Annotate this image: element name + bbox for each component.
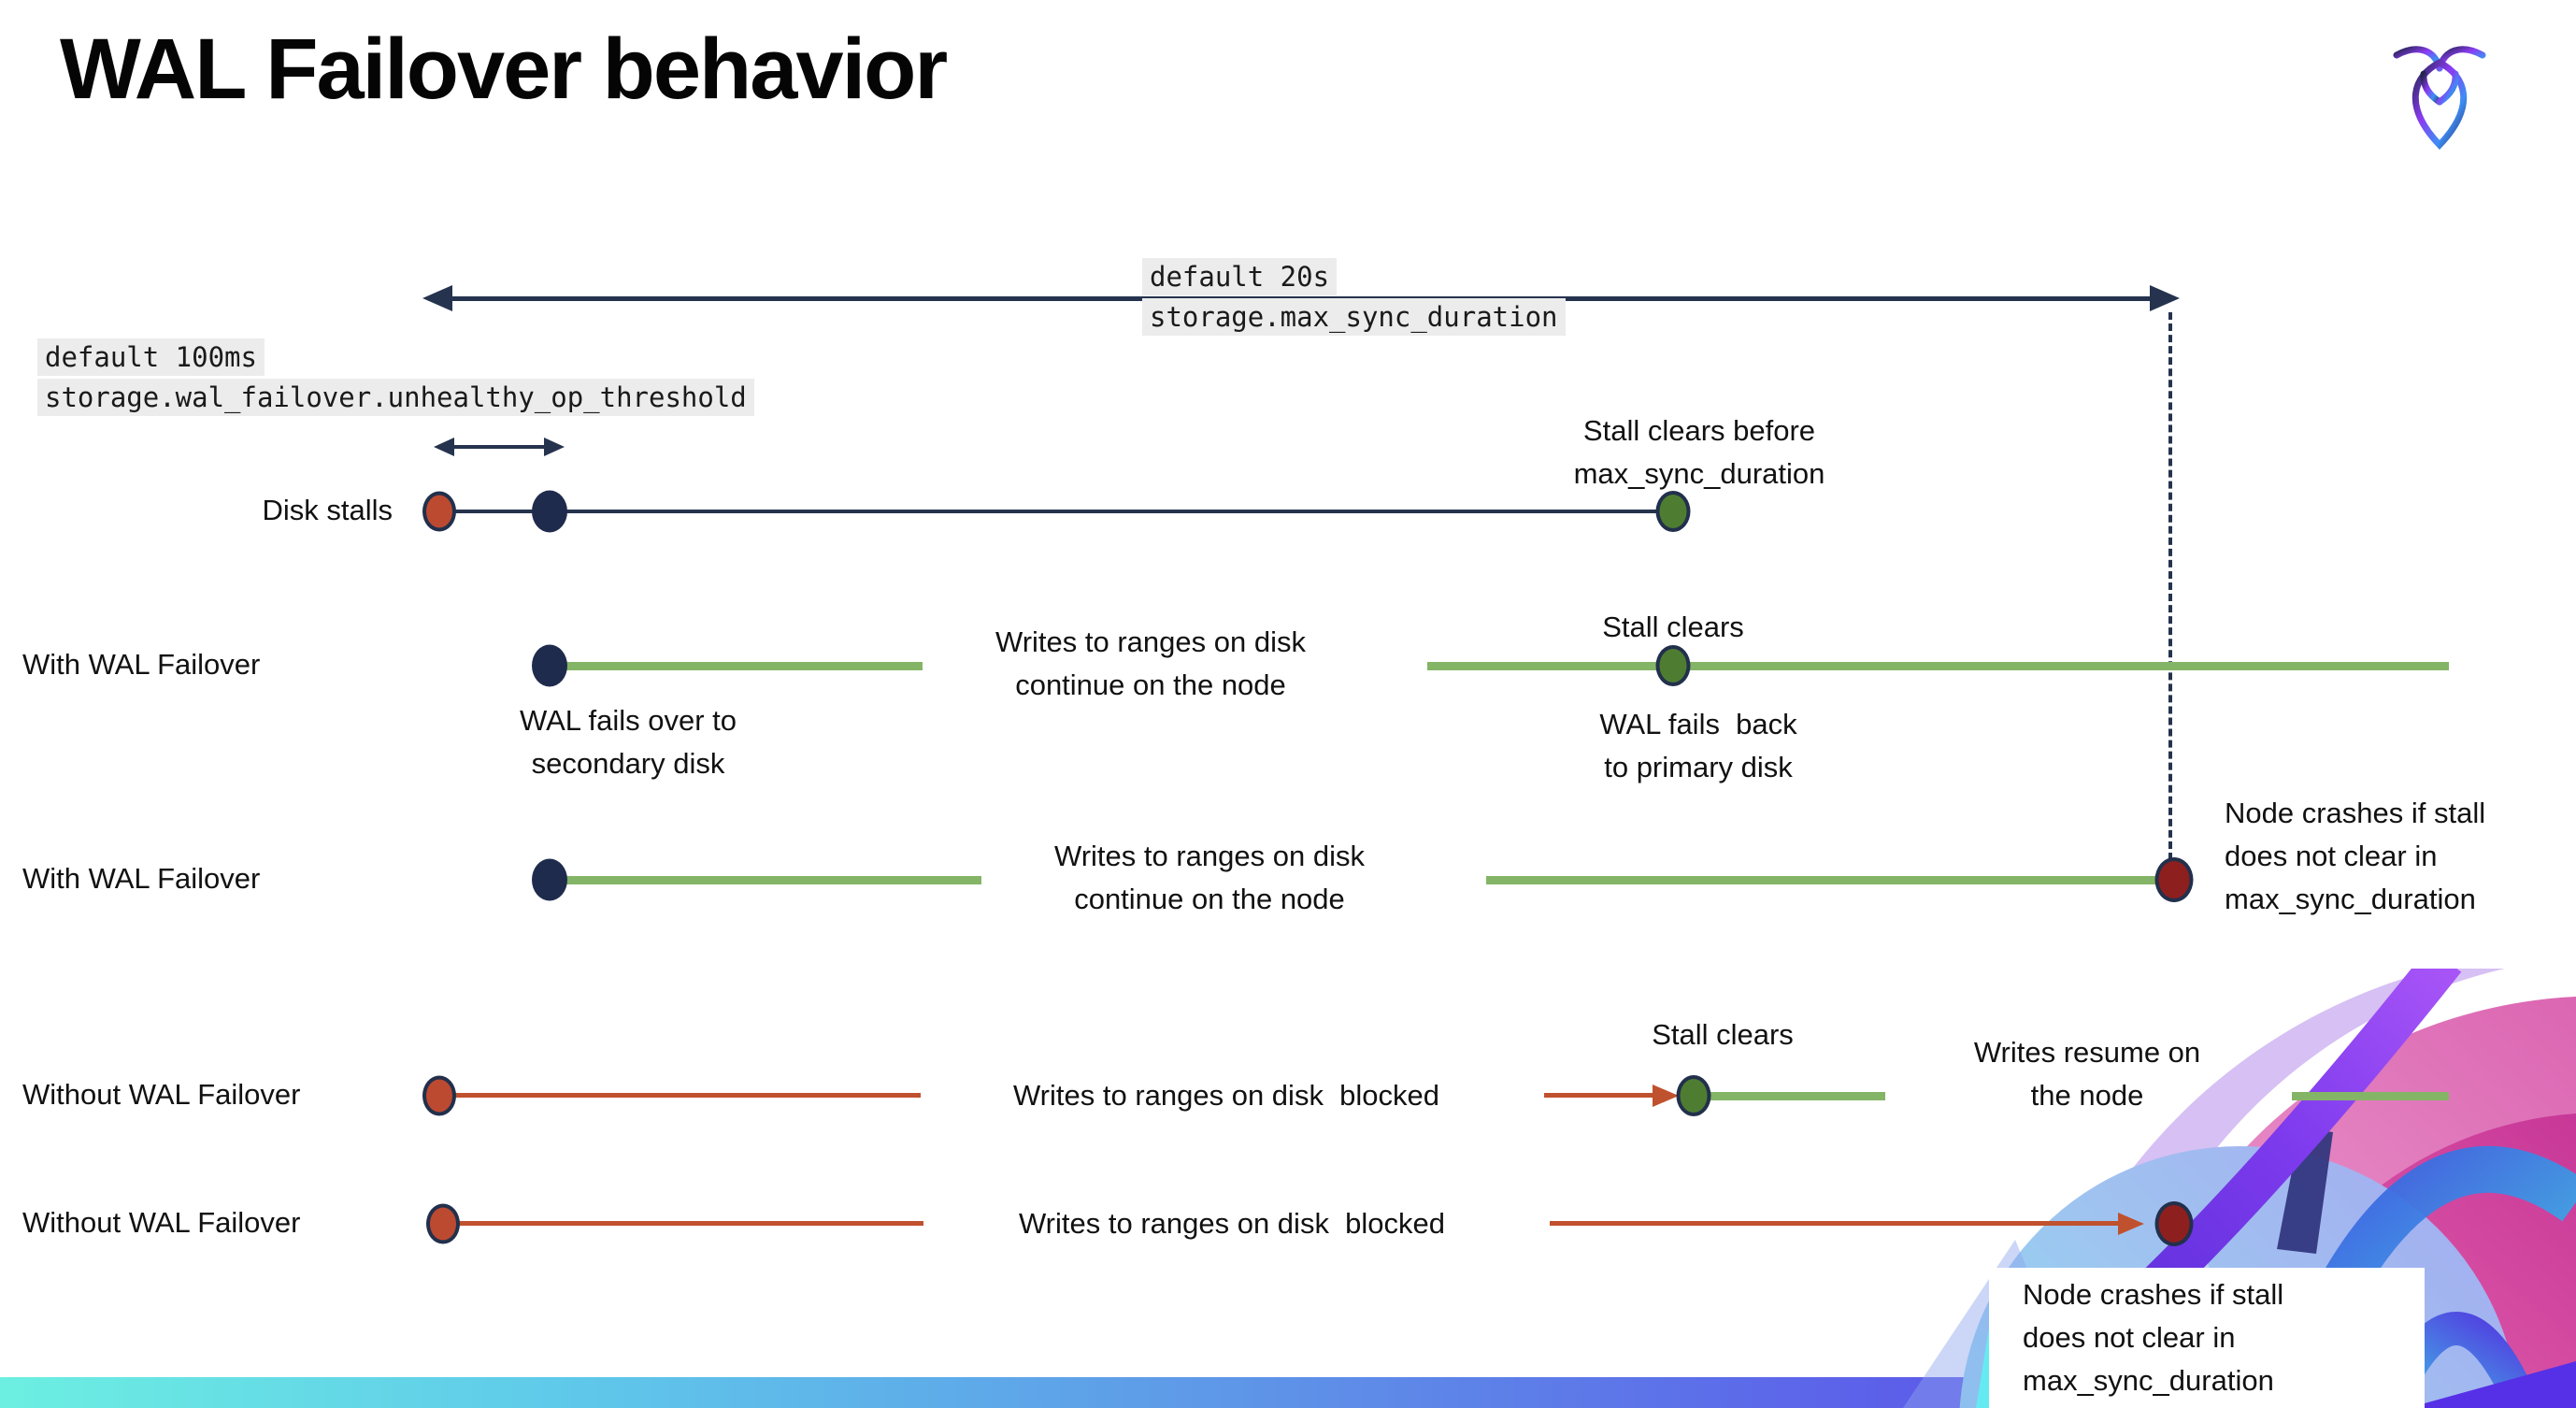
writes-continue-line-2a (561, 876, 981, 884)
cockroachdb-logo-icon (2393, 46, 2486, 150)
writes-blocked-note-2: Writes to ranges on disk blocked (1018, 1207, 1446, 1240)
writes-continue-note-1: Writes to ranges on disk continue on the… (995, 625, 1306, 701)
threshold-reached-dot (532, 490, 567, 533)
stall-clears-before-note: Stall clears before max_sync_duration (1573, 414, 1825, 490)
writes-resume-line-1b (2292, 1092, 2449, 1100)
row-label-without-wal-failover-1: Without WAL Failover (22, 1078, 301, 1111)
threshold-setting-chip: storage.wal_failover.unhealthy_op_thresh… (37, 379, 754, 416)
writes-resume-note: Writes resume on the node (1973, 1036, 2201, 1112)
failover-dot (532, 644, 567, 687)
row-label-disk-stalls: Disk stalls (262, 494, 393, 526)
writes-blocked-line-2a (454, 1221, 923, 1226)
small-arrowhead-left-icon (434, 438, 454, 456)
arrowhead-right-icon (2150, 285, 2180, 311)
row-label-with-wal-failover-2: With WAL Failover (22, 862, 261, 895)
red-arrowhead-icon-2 (2118, 1213, 2144, 1235)
failover-dot-2 (532, 858, 567, 901)
writes-continue-note-2: Writes to ranges on disk continue on the… (1054, 840, 1365, 915)
row-label-without-wal-failover-2: Without WAL Failover (22, 1206, 301, 1239)
writes-resume-line-1a (1708, 1092, 1885, 1100)
row-label-with-wal-failover-1: With WAL Failover (22, 648, 261, 681)
writes-blocked-line-1a (451, 1093, 921, 1098)
node-crash-dot-1 (2154, 857, 2194, 902)
max-sync-setting-chip: storage.max_sync_duration (1142, 298, 1566, 336)
stall-clears-dot-2 (1676, 1075, 1711, 1116)
writes-blocked-line-1b (1544, 1093, 1658, 1098)
wal-fails-back-note: WAL fails back to primary disk (1599, 708, 1797, 783)
node-crash-note-1: Node crashes if stall does not clear in … (2225, 797, 2486, 915)
page-title: WAL Failover behavior (60, 22, 948, 117)
writes-blocked-note-1: Writes to ranges on disk blocked (1012, 1079, 1440, 1112)
writes-continue-line-1b (1427, 662, 2449, 670)
failback-dot (1655, 645, 1691, 686)
disk-stalls-timeline (439, 510, 1673, 513)
threshold-span-line (451, 445, 544, 449)
red-arrowhead-icon-1 (1653, 1085, 1679, 1107)
small-arrowhead-right-icon (544, 438, 565, 456)
stall-clears-note-1: Stall clears (1602, 611, 1744, 643)
node-crash-dot-2 (2154, 1201, 2194, 1246)
node-crash-callout-box: Node crashes if stall does not clear in … (1989, 1268, 2425, 1408)
arrowhead-left-icon (422, 285, 452, 311)
writes-continue-line-1a (561, 662, 923, 670)
threshold-default-chip: default 100ms (37, 338, 265, 376)
writes-blocked-line-2b (1550, 1221, 2122, 1226)
unhealthy-op-threshold-label: default 100ms storage.wal_failover.unhea… (37, 338, 754, 419)
max-sync-default-chip: default 20s (1142, 258, 1338, 295)
stall-start-dot-2 (422, 1075, 456, 1116)
stall-start-dot-3 (426, 1203, 460, 1244)
node-crash-note-2: Node crashes if stall does not clear in … (2023, 1278, 2284, 1397)
max-sync-deadline-dashed-line (2168, 312, 2172, 860)
stall-clears-dot (1655, 491, 1691, 532)
stall-start-dot (422, 491, 456, 532)
max-sync-duration-label: default 20s storage.max_sync_duration (1142, 258, 1566, 338)
stall-clears-note-2: Stall clears (1652, 1018, 1794, 1051)
wal-fails-over-note: WAL fails over to secondary disk (519, 704, 737, 780)
writes-continue-line-2b (1486, 876, 2165, 884)
